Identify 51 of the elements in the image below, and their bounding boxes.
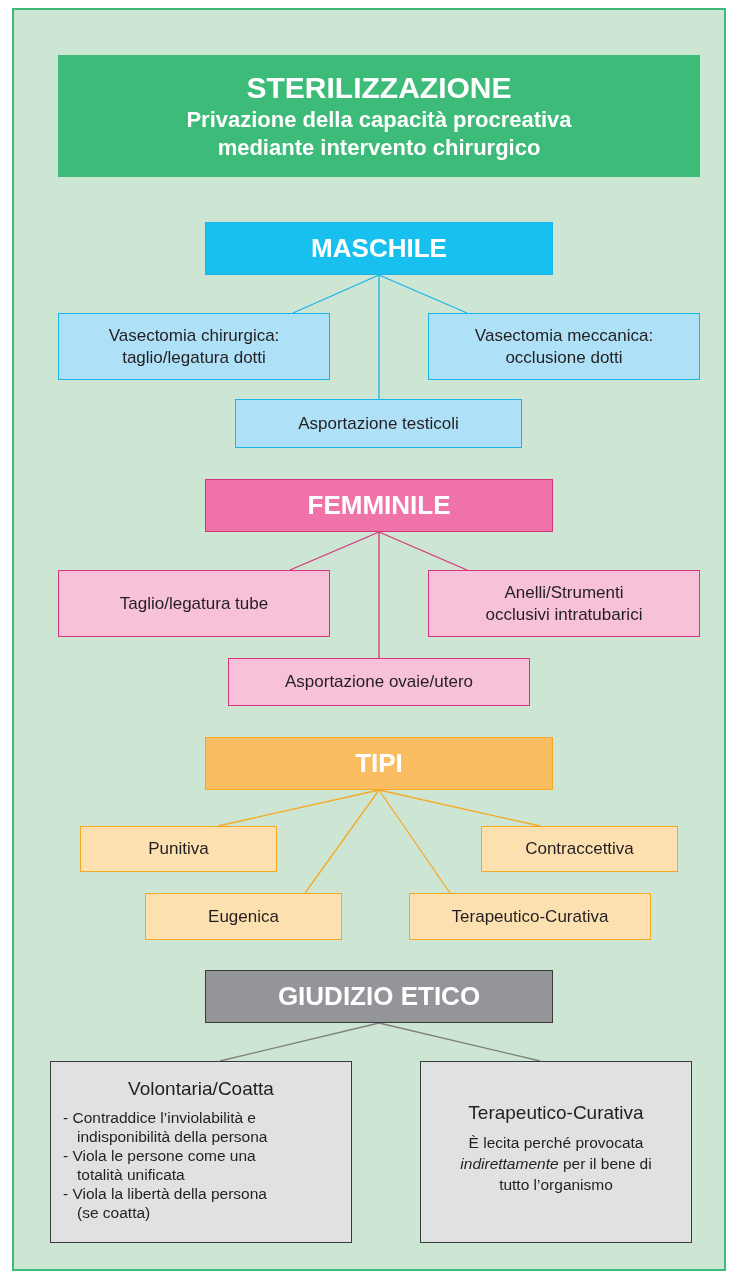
item-box bbox=[80, 826, 277, 872]
item-box bbox=[58, 313, 330, 380]
title-box bbox=[58, 55, 700, 177]
connector-line bbox=[378, 531, 380, 659]
item-text: Vasectomia chirurgica: taglio/legatura dotti bbox=[107, 324, 281, 369]
item-box bbox=[58, 570, 330, 637]
category-box bbox=[205, 970, 553, 1023]
item-box bbox=[145, 893, 342, 940]
connector-line bbox=[289, 531, 380, 571]
item-text: Contraccettiva bbox=[524, 838, 635, 860]
category-box bbox=[205, 737, 553, 790]
item-text: Asportazione ovaie/utero bbox=[283, 671, 475, 693]
category-heading: FEMMINILE bbox=[307, 490, 451, 521]
bullet-text: - Viola le persone come una totalità unificata bbox=[62, 1146, 257, 1184]
item-text: Asportazione testicoli bbox=[297, 412, 460, 435]
item-box bbox=[409, 893, 651, 940]
connector-line bbox=[378, 531, 468, 571]
judgement-box bbox=[50, 1061, 352, 1243]
category-heading: MASCHILE bbox=[311, 233, 447, 264]
category-box bbox=[205, 222, 553, 275]
category-box bbox=[205, 479, 553, 532]
item-text: Vasectomia meccanica: occlusione dotti bbox=[473, 324, 655, 369]
item-box bbox=[428, 313, 700, 380]
item-box bbox=[481, 826, 678, 872]
title: STERILIZZAZIONE bbox=[246, 70, 512, 106]
item-text: Punitiva bbox=[147, 838, 210, 860]
connector-line bbox=[378, 789, 451, 894]
connector-line bbox=[378, 1022, 541, 1062]
item-box bbox=[228, 658, 530, 706]
category-heading: GIUDIZIO ETICO bbox=[277, 981, 481, 1012]
item-text: Terapeutico-Curativa bbox=[450, 905, 610, 928]
connector-line bbox=[292, 274, 380, 314]
bullet-text: - Viola la libertà della persona (se coatta) bbox=[62, 1184, 268, 1222]
connector-line bbox=[304, 789, 380, 894]
connector-line bbox=[378, 274, 380, 400]
item-text: Taglio/legatura tube bbox=[118, 592, 270, 615]
connector-line bbox=[217, 789, 380, 827]
judgement-box bbox=[420, 1061, 692, 1243]
connector-line bbox=[378, 274, 468, 314]
connector-line bbox=[219, 1022, 380, 1062]
item-box bbox=[235, 399, 522, 448]
subtitle: Privazione della capacità procreativa mediante intervento chirurgico bbox=[185, 106, 573, 162]
box-heading: Volontaria/Coatta bbox=[128, 1078, 274, 1100]
bullet-text: - Contraddice l’inviolabilità e indisponibilità della persona bbox=[62, 1108, 269, 1146]
item-text: Anelli/Strumenti occlusivi intratubarici bbox=[484, 581, 644, 626]
box-heading: Terapeutico-Curativa bbox=[468, 1102, 644, 1124]
item-box bbox=[428, 570, 700, 637]
paragraph: È lecita perché provocata indirettamente per il bene di tutto l’organismo bbox=[459, 1133, 653, 1195]
category-heading: TIPI bbox=[355, 748, 403, 779]
connector-line bbox=[378, 789, 541, 827]
item-text: Eugenica bbox=[207, 905, 280, 928]
